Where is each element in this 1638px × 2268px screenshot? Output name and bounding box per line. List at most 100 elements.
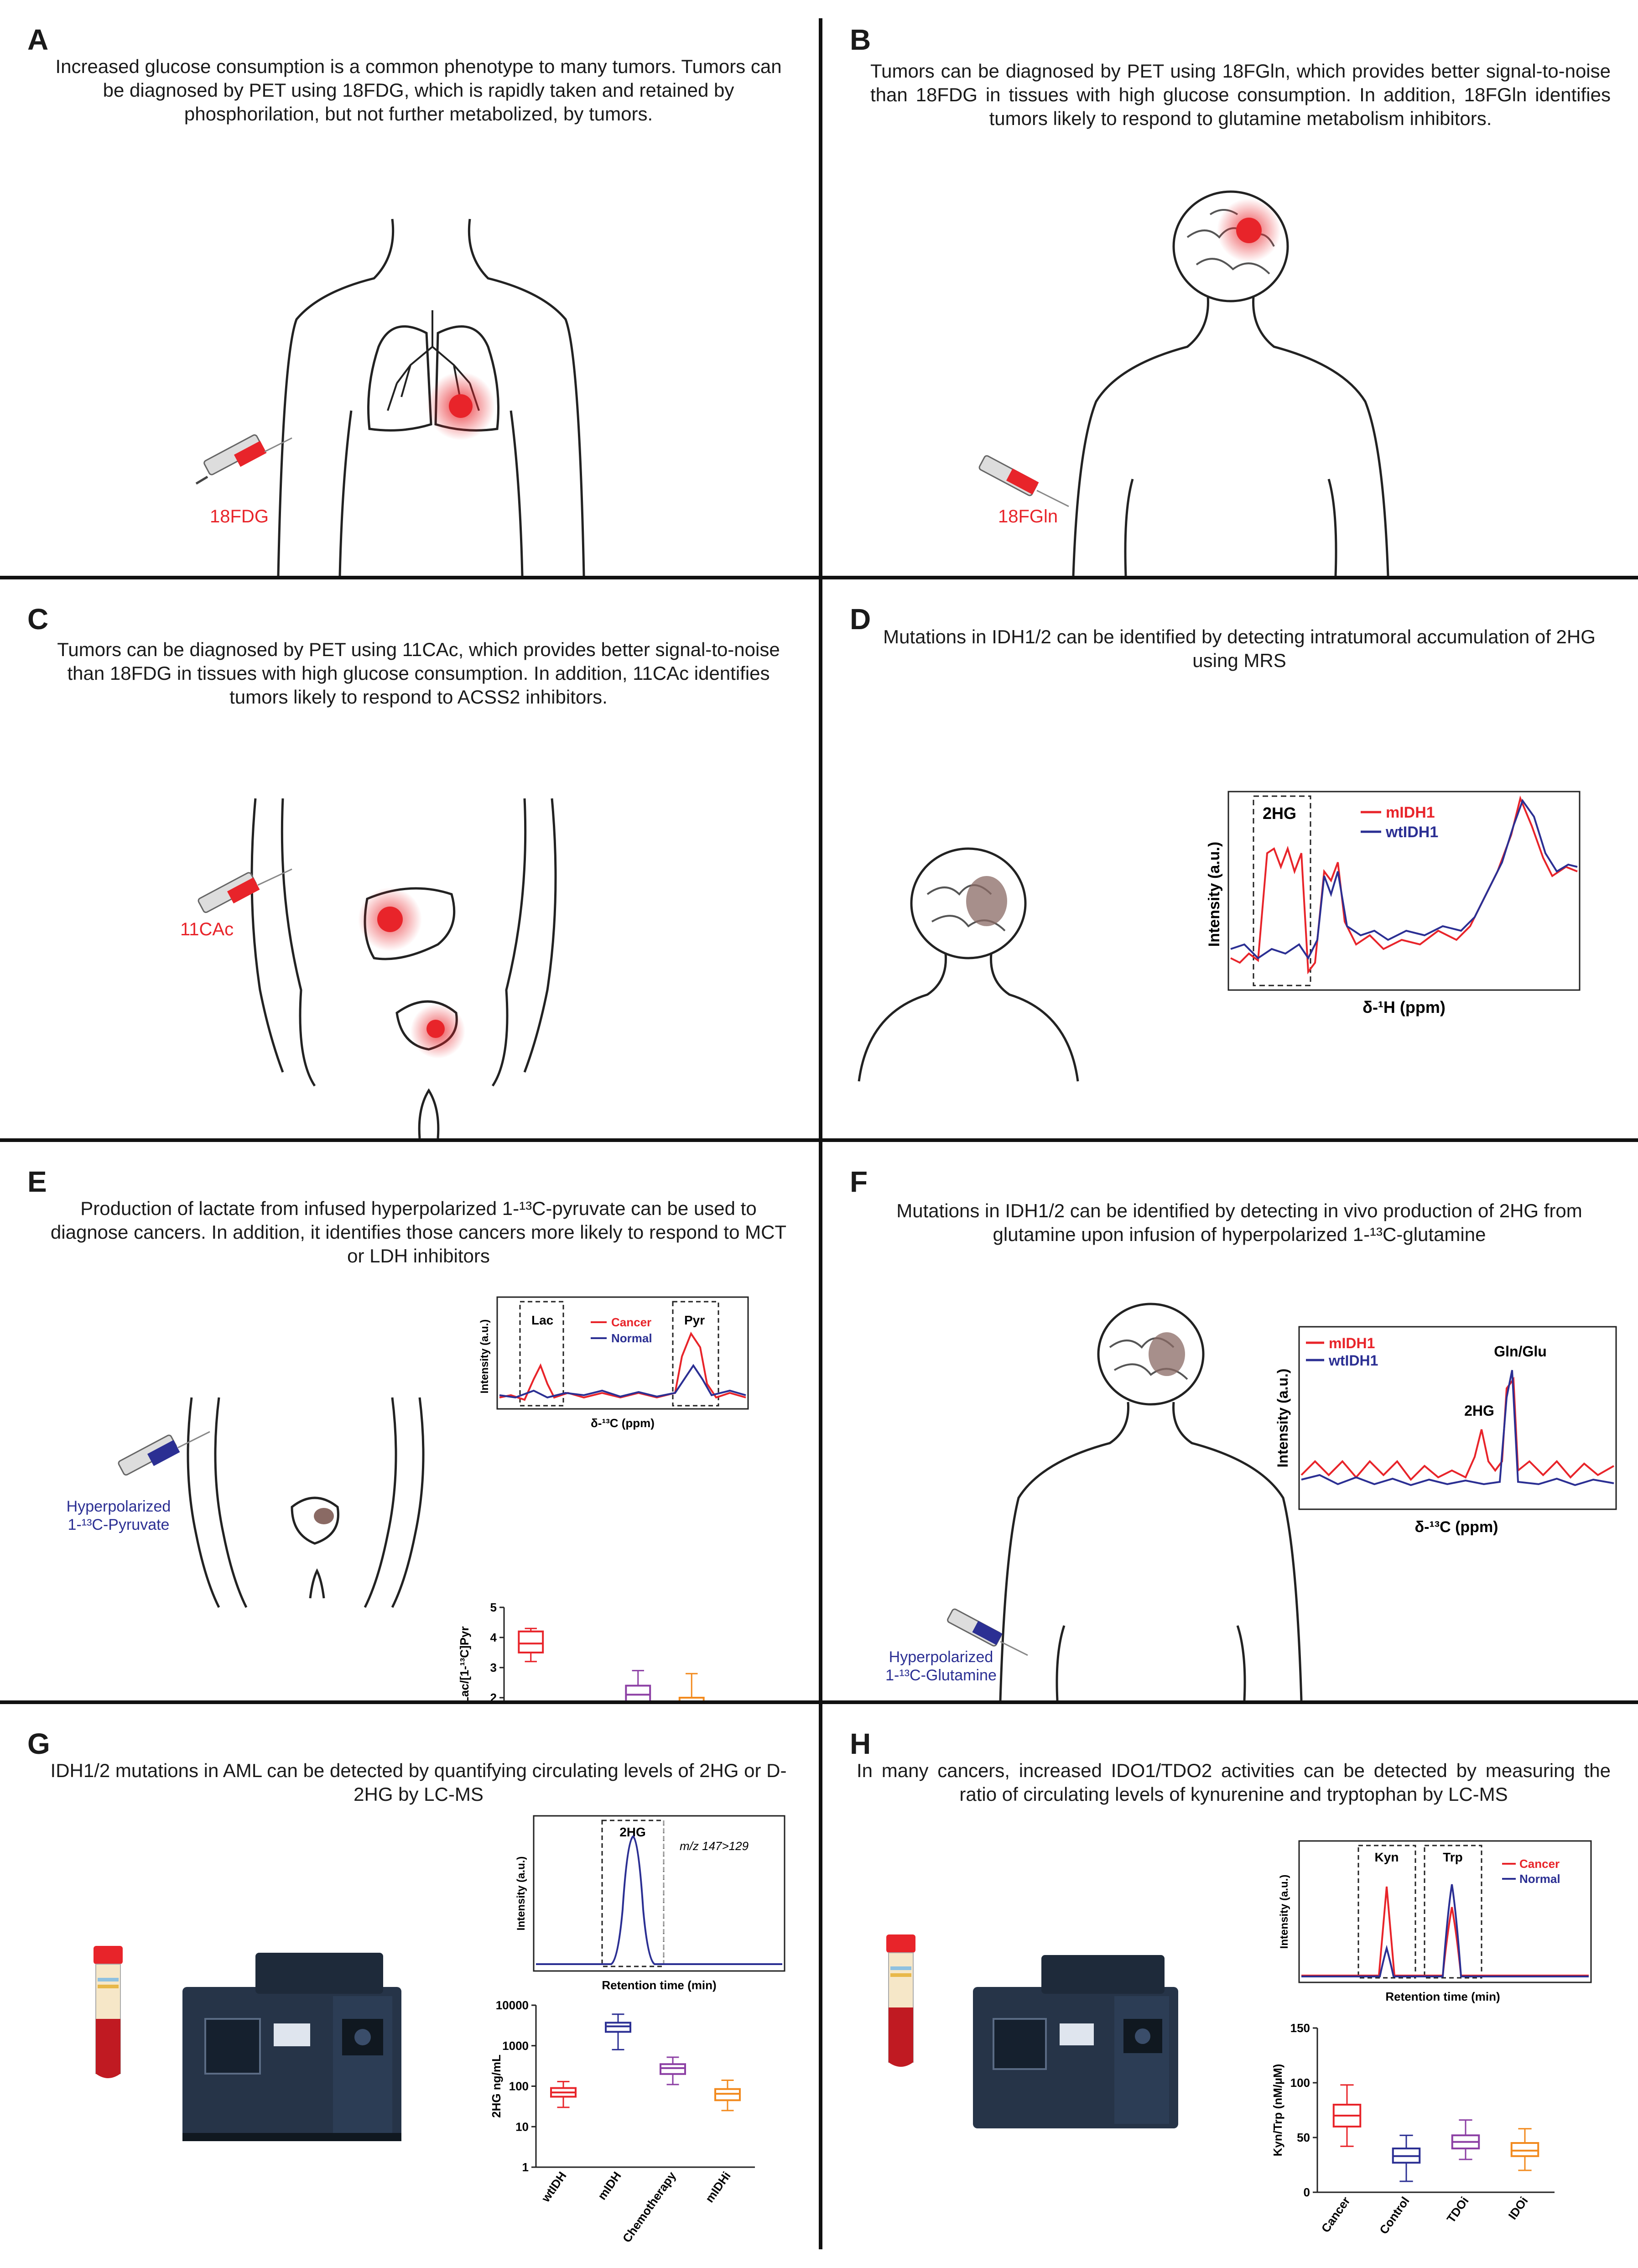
- lcms-instrument-icon: [182, 1953, 401, 2141]
- blood-tube-icon: [94, 1946, 123, 2078]
- panel-description: Production of lactate from infused hyper…: [50, 1198, 787, 1267]
- head-brain-illustration: 18FGln: [978, 190, 1389, 576]
- series-normal: [1301, 1884, 1589, 1977]
- y-tick-label: 0: [1304, 2185, 1310, 2199]
- y-tick-label: 1: [522, 2160, 529, 2174]
- panel-letter: A: [27, 23, 49, 56]
- y-tick-label: 50: [1297, 2131, 1310, 2144]
- legend-item: mIDH1: [1386, 804, 1435, 821]
- horizontal-divider: [0, 576, 1638, 579]
- y-tick-label: 10000: [496, 1998, 529, 2012]
- panel-a: A Increased glucose consumption is a com…: [0, 0, 819, 576]
- series-2hg: [536, 1835, 782, 1965]
- axis-label-x: δ-¹³C (ppm): [591, 1416, 655, 1430]
- syringe-icon: [118, 1431, 210, 1476]
- peak-label: 2HG: [1464, 1403, 1494, 1419]
- axis-label-y: Intensity (a.u.): [1278, 1875, 1290, 1949]
- syringe-icon: [978, 455, 1069, 507]
- legend-item: Normal: [611, 1331, 652, 1345]
- y-tick-label: 1000: [502, 2039, 529, 2053]
- tumor-icon: [1236, 218, 1262, 243]
- category-label: mIDH: [595, 2169, 624, 2202]
- y-tick-label: 150: [1290, 2021, 1310, 2035]
- peak-label: 2HG: [1263, 804, 1296, 823]
- tracer-label: Hyperpolarized: [889, 1648, 993, 1666]
- panel-e: E Production of lactate from infused hyp…: [0, 1142, 819, 1700]
- y-tick-label: 5: [490, 1601, 497, 1614]
- blood-tube-icon: [886, 1934, 915, 2067]
- kyn-trp-illustration: Kyn Trp Cancer Normal Intensity (a.u.) R…: [886, 1840, 1592, 2128]
- axis-label-y: Kyn/Trp (nM/µM): [1271, 2064, 1284, 2157]
- series-cancer: [1301, 1886, 1589, 1976]
- axis-label-y: Intensity (a.u.): [515, 1856, 527, 1931]
- panel-letter: D: [850, 603, 871, 636]
- category-label: mIDHi: [702, 2169, 733, 2205]
- syringe-icon: [947, 1608, 1028, 1656]
- syringe-icon: [195, 434, 292, 485]
- chromatogram-chart: 2HG m/z 147>129 Intensity (a.u.) Retenti…: [515, 1815, 785, 1992]
- series-wtIDH1: [1301, 1370, 1614, 1486]
- axis-label-y: Intensity (a.u.): [1206, 842, 1223, 947]
- box: [518, 1630, 544, 1654]
- panel-description: Increased glucose consumption is a commo…: [55, 56, 782, 125]
- panel-letter: B: [850, 23, 871, 56]
- tracer-label: 1-¹³C-Pyruvate: [68, 1516, 170, 1533]
- axis-label-x: δ-¹H (ppm): [1362, 998, 1446, 1017]
- axis-label-y: [1-¹³C]Lac/[1-¹³C]Pyr: [458, 1627, 471, 1701]
- axis-label-y: 2HG ng/mL: [489, 2054, 503, 2118]
- y-tick-label: 10: [515, 2120, 529, 2133]
- panel-letter: G: [27, 1727, 50, 1760]
- tracer-label: 1-¹³C-Glutamine: [885, 1667, 997, 1684]
- panel-letter: F: [850, 1165, 868, 1198]
- axis-label-x: Retention time (min): [602, 1978, 716, 1992]
- peak-label: Trp: [1443, 1850, 1463, 1864]
- axis-label-x: Retention time (min): [1385, 1990, 1500, 2003]
- y-tick-label: 2: [490, 1691, 497, 1700]
- legend-item: Cancer: [611, 1315, 651, 1329]
- torso-lungs-illustration: 18FDG: [195, 219, 585, 576]
- kyn-trp-chromatogram-chart: Kyn Trp Cancer Normal Intensity (a.u.) R…: [1278, 1840, 1592, 2003]
- series-wtIDH1: [1230, 798, 1578, 960]
- panel-description: IDH1/2 mutations in AML can be detected …: [50, 1760, 787, 1805]
- vertical-divider: [819, 18, 822, 2249]
- panel-g: G IDH1/2 mutations in AML can be detecte…: [0, 1704, 819, 2268]
- tumor-icon: [377, 907, 403, 932]
- axis-label-x: δ-¹³C (ppm): [1415, 1518, 1498, 1536]
- panel-description: Tumors can be diagnosed by PET using 18F…: [870, 60, 1611, 129]
- lcms-instrument-icon: [973, 1955, 1178, 2128]
- category-label: Chemotherapy: [620, 2169, 679, 2245]
- panel-description: In many cancers, increased IDO1/TDO2 act…: [857, 1760, 1611, 1805]
- axis-label-y: Intensity (a.u.): [1274, 1369, 1291, 1468]
- c13-glutamine-spectrum-chart: mIDH1 wtIDH1 2HG Gln/Glu Intensity (a.u.…: [1274, 1326, 1617, 1536]
- tumor-icon: [449, 394, 473, 418]
- panel-c: C Tumors can be diagnosed by PET using 1…: [0, 579, 819, 1138]
- category-label: Cancer: [1319, 2194, 1353, 2235]
- box: [625, 1684, 651, 1700]
- pyruvate-illustration: Hyperpolarized 1-¹³C-Pyruvate Lac Pyr Ca…: [67, 1296, 749, 1608]
- panel-description: Mutations in IDH1/2 can be identified by…: [896, 1200, 1582, 1245]
- category-label: TDOi: [1444, 2194, 1472, 2225]
- panel-description: Tumors can be diagnosed by PET using 11C…: [57, 639, 780, 708]
- y-tick-label: 100: [509, 2080, 529, 2093]
- series-mIDH1: [1230, 795, 1578, 975]
- peak-label: Kyn: [1375, 1850, 1399, 1864]
- series-normal: [499, 1364, 746, 1399]
- c13-spectrum-chart: Lac Pyr Cancer Normal Intensity (a.u.) δ…: [478, 1296, 749, 1430]
- box-plot-chart: 012345[1-¹³C]Lac/[1-¹³C]PyrCancerControl…: [458, 1601, 705, 1701]
- syringe-icon: [198, 868, 292, 913]
- y-tick-label: 4: [490, 1631, 497, 1644]
- tracer-label: 11CAc: [180, 919, 234, 939]
- box: [1510, 2142, 1539, 2157]
- mz-annotation: m/z 147>129: [680, 1839, 749, 1853]
- mrs-illustration: 2HG mIDH1 wtIDH1 Intensity (a.u.) δ-¹H (…: [858, 791, 1581, 1082]
- panel-letter: H: [850, 1727, 871, 1760]
- panel-description: Mutations in IDH1/2 can be identified by…: [883, 626, 1596, 671]
- legend-item: Cancer: [1519, 1857, 1560, 1871]
- box: [678, 1697, 705, 1700]
- peak-label: Lac: [531, 1313, 553, 1327]
- glutamine-illustration: Hyperpolarized 1-¹³C-Glutamine mIDH1 wtI…: [885, 1303, 1617, 1700]
- panel-d: D Mutations in IDH1/2 can be identified …: [822, 579, 1638, 1138]
- legend-item: mIDH1: [1329, 1335, 1375, 1351]
